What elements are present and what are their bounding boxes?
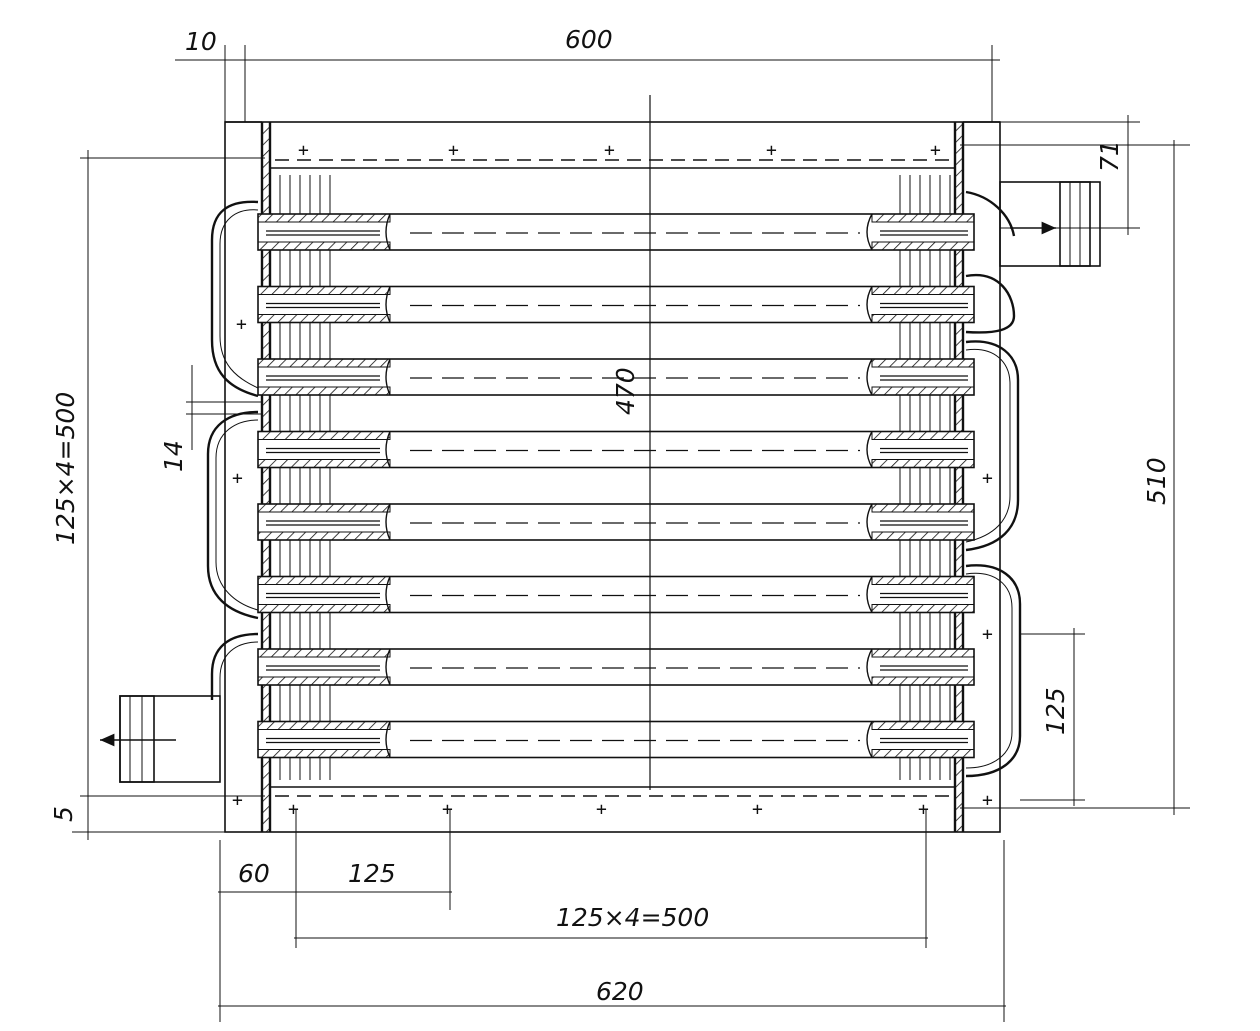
dim-bottom-500: 125×4=500 bbox=[556, 903, 709, 932]
tube bbox=[257, 575, 975, 614]
svg-text:+: + bbox=[752, 799, 763, 820]
svg-text:+: + bbox=[448, 140, 459, 161]
dim-top-600: 600 bbox=[565, 25, 613, 54]
svg-text:+: + bbox=[918, 799, 929, 820]
svg-text:+: + bbox=[298, 140, 309, 161]
dim-right-125: 125 bbox=[1041, 687, 1070, 735]
return-bends bbox=[206, 190, 1022, 778]
svg-text:+: + bbox=[982, 468, 993, 489]
svg-text:+: + bbox=[288, 799, 299, 820]
svg-text:+: + bbox=[982, 790, 993, 811]
tube bbox=[257, 648, 975, 686]
bolt-markers: + + + + + + + + + + + + + + + + bbox=[232, 140, 993, 820]
svg-text:+: + bbox=[236, 314, 247, 335]
svg-text:+: + bbox=[442, 799, 453, 820]
dim-left-14: 14 bbox=[159, 440, 188, 472]
tube bbox=[257, 430, 975, 469]
dim-top-10: 10 bbox=[185, 27, 217, 56]
svg-text:+: + bbox=[604, 140, 615, 161]
dim-bottom-620: 620 bbox=[596, 977, 644, 1006]
svg-text:+: + bbox=[596, 799, 607, 820]
fin-bundles bbox=[279, 175, 951, 780]
tube bbox=[257, 285, 975, 324]
svg-text:+: + bbox=[982, 624, 993, 645]
svg-text:+: + bbox=[232, 468, 243, 489]
svg-text:+: + bbox=[766, 140, 777, 161]
svg-text:+: + bbox=[232, 790, 243, 811]
tube bbox=[257, 358, 975, 396]
dim-left-5: 5 bbox=[49, 806, 78, 822]
dim-bottom-60: 60 bbox=[238, 859, 270, 888]
dimension-lines bbox=[72, 45, 1190, 1022]
tube bbox=[257, 720, 975, 759]
dim-right-510: 510 bbox=[1142, 457, 1171, 505]
dim-center-470: 470 bbox=[611, 367, 640, 415]
svg-text:+: + bbox=[930, 140, 941, 161]
tubes bbox=[257, 213, 975, 759]
outlet-nozzle-right bbox=[999, 181, 1101, 267]
dim-bottom-125: 125 bbox=[348, 859, 396, 888]
dim-right-71: 71 bbox=[1095, 140, 1124, 172]
dim-left-500: 125×4=500 bbox=[51, 392, 80, 545]
inlet-nozzle-left bbox=[100, 695, 221, 783]
tube bbox=[257, 503, 975, 541]
tube bbox=[257, 213, 975, 251]
